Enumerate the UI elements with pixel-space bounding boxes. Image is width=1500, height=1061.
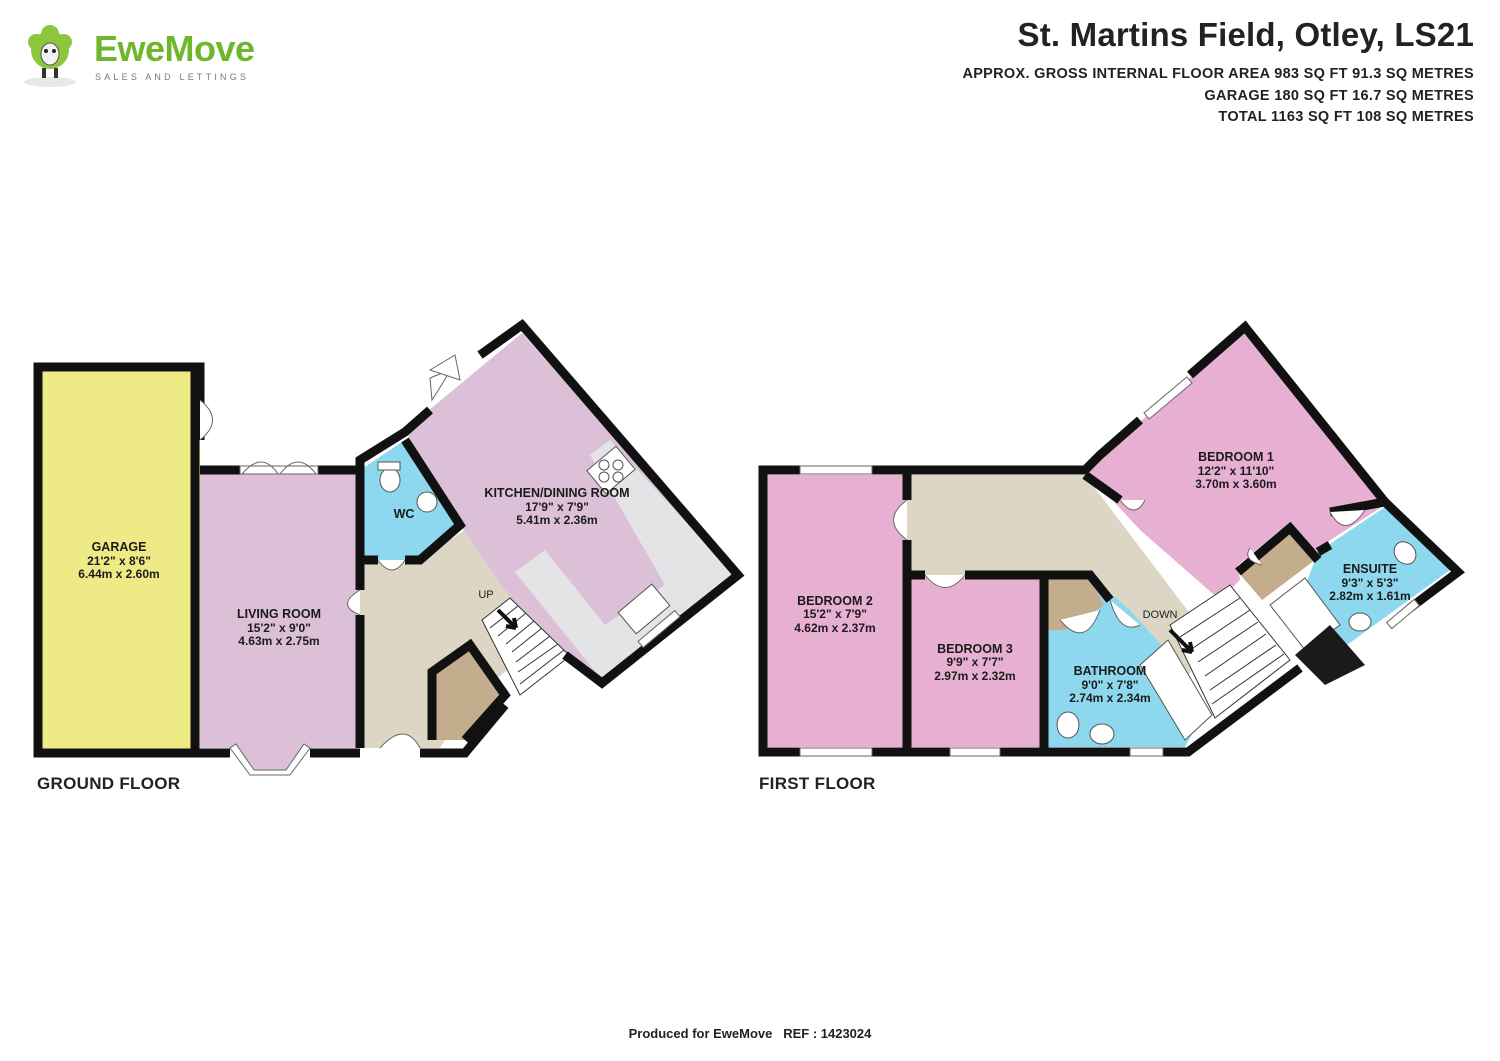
bathroom-metric: 2.74m x 2.34m	[1069, 691, 1150, 705]
stairs-up-arrow-icon	[496, 608, 518, 630]
bedroom-3-metric: 2.97m x 2.32m	[934, 669, 1015, 683]
kitchen-label: KITCHEN/DINING ROOM	[484, 486, 629, 500]
living-room-imperial: 15'2" x 9'0"	[247, 621, 311, 635]
ground-floor-plan	[33, 318, 745, 776]
first-floor-label: FIRST FLOOR	[759, 774, 876, 793]
ground-walls	[33, 318, 745, 758]
first-floor-plan	[758, 320, 1465, 757]
garage-label: GARAGE	[92, 540, 147, 554]
stairs-up-label: UP	[478, 589, 493, 601]
flue-block	[1295, 625, 1365, 685]
total-area-line: TOTAL 1163 SQ FT 108 SQ METRES	[1218, 109, 1474, 125]
wc-toilet-icon	[379, 467, 401, 493]
footer-reference: Produced for EweMove REF : 1423024	[628, 1026, 872, 1041]
bedroom-1-imperial: 12'2" x 11'10"	[1198, 464, 1274, 478]
first-floor-stairs	[1168, 584, 1291, 719]
bedroom-3-imperial: 9'9" x 7'7"	[946, 655, 1003, 669]
landing-area	[907, 475, 1210, 690]
kitchen-imperial: 17'9" x 7'9"	[525, 500, 589, 514]
kitchen-sink-icon	[617, 583, 671, 635]
garage-imperial: 21'2" x 8'6"	[87, 554, 151, 568]
cupboard-area	[432, 645, 505, 740]
bedroom-2-label: BEDROOM 2	[797, 594, 873, 608]
bedroom-1-area	[1085, 330, 1385, 600]
ensuite-toilet-icon	[1393, 541, 1417, 565]
bedroom-3-label: BEDROOM 3	[937, 642, 1013, 656]
first-floor-walls	[758, 320, 1465, 757]
bedroom-3-area	[907, 575, 1044, 747]
bedroom-1-metric: 3.70m x 3.60m	[1195, 477, 1276, 491]
bathroom-imperial: 9'0" x 7'8"	[1081, 678, 1138, 692]
garage-metric: 6.44m x 2.60m	[78, 567, 159, 581]
living-room-area	[200, 470, 360, 775]
bathroom-cupboard	[1048, 578, 1104, 630]
bedroom-2-imperial: 15'2" x 7'9"	[803, 607, 867, 621]
living-room-metric: 4.63m x 2.75m	[238, 634, 319, 648]
ground-openings	[199, 354, 681, 776]
bath-icon	[1139, 639, 1213, 741]
bedroom-2-metric: 4.62m x 2.37m	[794, 621, 875, 635]
ensuite-basin-icon	[1348, 612, 1372, 632]
wc-label: WC	[394, 507, 415, 521]
garage-area	[38, 363, 200, 753]
kitchen-counter	[515, 440, 733, 680]
ensuite-label: ENSUITE	[1343, 562, 1397, 576]
gross-area-line: APPROX. GROSS INTERNAL FLOOR AREA 983 SQ…	[962, 66, 1474, 82]
garage-area-line: GARAGE 180 SQ FT 16.7 SQ METRES	[1204, 88, 1474, 104]
property-title: St. Martins Field, Otley, LS21	[1017, 16, 1474, 53]
ensuite-imperial: 9'3" x 5'3"	[1341, 576, 1398, 590]
sheep-logo-icon	[24, 25, 76, 87]
ground-floor-label: GROUND FLOOR	[37, 774, 181, 793]
stairs-down-label: DOWN	[1143, 609, 1178, 621]
hall-area	[360, 530, 545, 748]
bedroom-1-label: BEDROOM 1	[1198, 450, 1274, 464]
bedroom-1-cupboard	[1238, 528, 1315, 600]
ensuite-metric: 2.82m x 1.61m	[1329, 589, 1410, 603]
bathroom-label: BATHROOM	[1074, 664, 1147, 678]
brand-tagline: SALES AND LETTINGS	[95, 72, 250, 82]
wc-basin-icon	[416, 491, 438, 513]
living-room-label: LIVING ROOM	[237, 607, 321, 621]
kitchen-metric: 5.41m x 2.36m	[516, 513, 597, 527]
first-floor-openings	[799, 376, 1421, 757]
ewemove-logo: EweMove SALES AND LETTINGS	[22, 22, 262, 92]
bathroom-toilet-icon	[1056, 711, 1080, 739]
room-labels: GARAGE 21'2" x 8'6" 6.44m x 2.60m LIVING…	[78, 450, 1410, 705]
bedroom-2-area	[767, 475, 907, 747]
brand-name: EweMove	[94, 28, 255, 69]
stairs-down-arrow-icon	[1168, 628, 1194, 654]
bathroom-basin-icon	[1089, 723, 1115, 745]
ensuite-area	[1300, 507, 1450, 650]
